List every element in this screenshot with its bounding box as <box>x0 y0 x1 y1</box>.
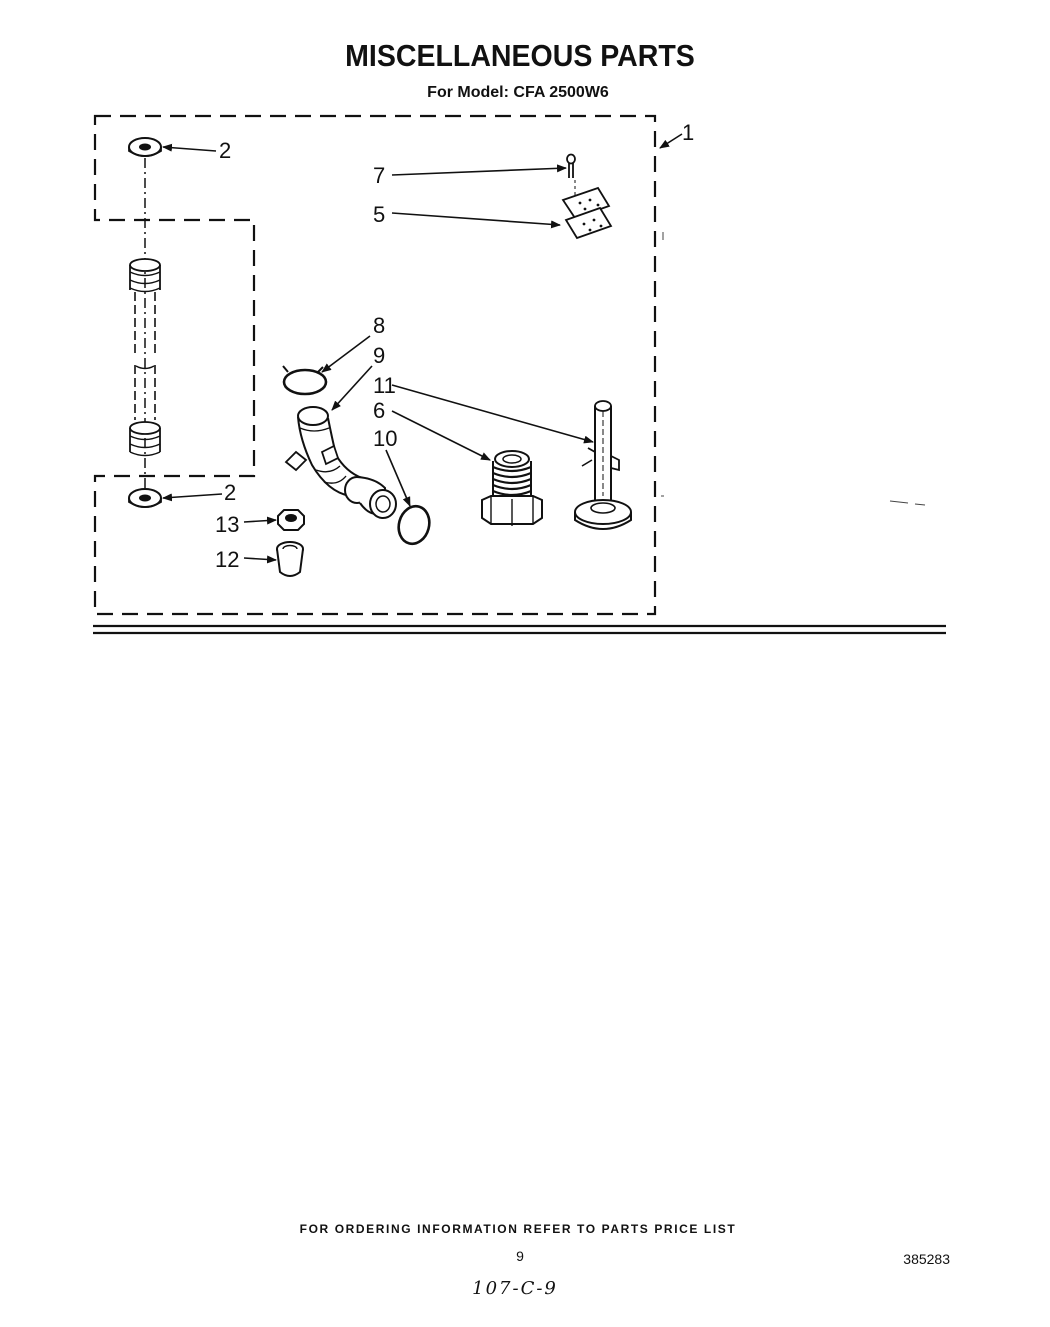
leader-7 <box>391 164 567 176</box>
scan-mark <box>914 503 926 506</box>
leg-upper-section <box>129 258 161 355</box>
handwritten-note: 107-C-9 <box>472 1278 558 1299</box>
page-number: 9 <box>516 1248 524 1264</box>
callout-7: 7 <box>373 163 385 188</box>
leader-5 <box>391 212 561 229</box>
callout-9: 9 <box>373 343 385 368</box>
leader-2-top <box>162 143 217 152</box>
callout-5: 5 <box>373 202 385 227</box>
callout-12: 12 <box>215 547 239 572</box>
callout-11: 11 <box>373 373 396 398</box>
leg-lower-section <box>129 365 161 457</box>
scan-mark <box>889 500 909 504</box>
callout-2-top: 2 <box>219 138 231 163</box>
leveling-foot <box>481 450 543 526</box>
callout-2-bottom: 2 <box>224 480 236 505</box>
hose-clamp-bottom <box>397 504 431 546</box>
callout-6: 6 <box>373 398 385 423</box>
cap-bushing <box>276 541 304 577</box>
leader-2-bottom <box>162 493 223 502</box>
callout-10: 10 <box>373 426 397 451</box>
clip-part <box>566 153 576 178</box>
ordering-note: FOR ORDERING INFORMATION REFER TO PARTS … <box>299 1222 737 1236</box>
leader-9 <box>331 365 373 411</box>
callout-13: 13 <box>215 512 239 537</box>
hex-nut <box>277 509 305 531</box>
page-title: MISCELLANEOUS PARTS <box>345 38 695 73</box>
hose-clamp-top <box>282 365 328 396</box>
assembly-boundary <box>93 114 657 616</box>
leader-12 <box>243 555 277 564</box>
leg-with-pad <box>574 400 632 530</box>
leader-13 <box>243 516 277 525</box>
callout-1: 1 <box>682 120 694 145</box>
leader-10 <box>385 449 411 507</box>
model-subtitle: For Model: CFA 2500W6 <box>427 84 609 101</box>
callout-8: 8 <box>373 313 385 338</box>
washer-top <box>128 137 162 157</box>
document-number: 385283 <box>903 1251 950 1267</box>
parts-diagram: 1 2 7 5 8 9 11 6 10 2 13 12 <box>93 114 946 635</box>
pad-part <box>561 180 613 240</box>
drain-hose <box>284 406 397 519</box>
leader-1 <box>659 133 683 149</box>
leader-6 <box>391 410 491 461</box>
washer-bottom <box>128 488 162 508</box>
leader-8 <box>321 335 371 373</box>
leader-11 <box>391 384 594 444</box>
